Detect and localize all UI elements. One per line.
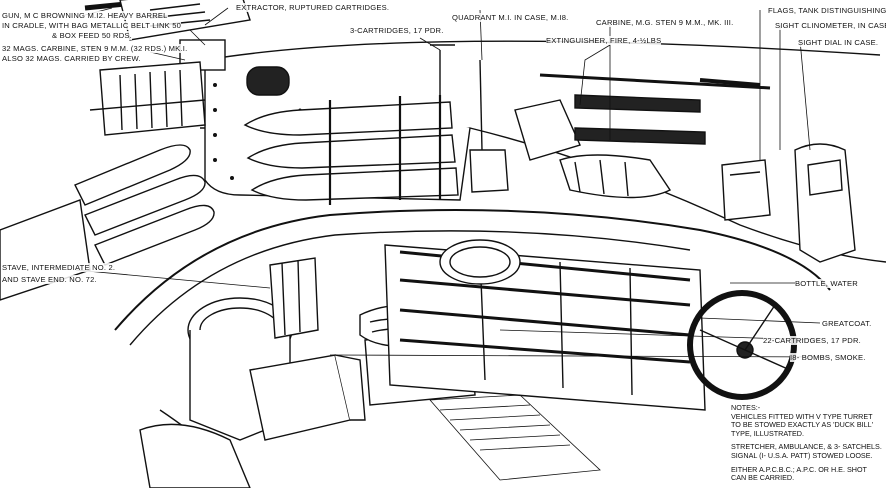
- notes-line: VEHICLES FITTED WITH V TYPE TURRET: [731, 411, 873, 421]
- lower-cartridge-rack: [384, 239, 706, 411]
- label-extractor: EXTRACTOR, RUPTURED CARTRIDGES.: [236, 3, 390, 12]
- label-cartridges-lower: 22-CARTRIDGES, 17 PDR.: [763, 336, 861, 345]
- notes-line: CAN BE CARRIED.: [731, 473, 795, 483]
- turret-ring-inner: [129, 230, 691, 346]
- stave-rack: [269, 257, 319, 339]
- label-sight-dial: SIGHT DIAL IN CASE.: [798, 38, 879, 47]
- label-quadrant: QUADRANT M.I. IN CASE, M.I8.: [452, 13, 569, 22]
- sten-mag-rack: [89, 61, 206, 136]
- mg-browning-gun: [84, 0, 251, 71]
- label-mags-line1: 32 MAGS. CARBINE, STEN 9 M.M. (32 RDS.) …: [2, 44, 188, 53]
- label-carbine: CARBINE, M.G. STEN 9 M.M., MK. III.: [596, 18, 734, 27]
- sight-dial-case: [794, 143, 856, 263]
- carbine-rack: [514, 73, 771, 199]
- upper-cartridges: [243, 44, 459, 205]
- clinometer-case: [721, 159, 771, 221]
- notes-line: TYPE, ILLUSTRATED.: [731, 428, 804, 438]
- crew-seat-back: [139, 423, 251, 488]
- label-mags-line2: ALSO 32 MAGS. CARRIED BY CREW.: [2, 54, 141, 63]
- turret-ring-outer: [114, 209, 831, 331]
- label-clinometer: SIGHT CLINOMETER, IN CASE.: [775, 21, 886, 30]
- label-stave-line2: AND STAVE END. No. 72.: [2, 275, 97, 284]
- label-bombs: I8- BOMBS, SMOKE.: [790, 353, 866, 362]
- notes-block: NOTES:- VEHICLES FITTED WITH V TYPE TURR…: [731, 403, 883, 483]
- notes-heading: NOTES:-: [731, 403, 761, 412]
- label-cartridges-upper: 3-CARTRIDGES, 17 PDR.: [350, 26, 444, 35]
- notes-line: SIGNAL (I- U.S.A. PATT) STOWED LOOSE.: [731, 450, 873, 460]
- label-extinguisher: EXTINGUISHER, FIRE, 4-½LBS: [546, 36, 662, 45]
- label-gun-line2: IN CRADLE, WITH BAG METALLIC BELT LINK 5…: [2, 21, 182, 30]
- vision-port: [246, 66, 290, 96]
- floor-plate: [429, 394, 601, 481]
- label-stave-line1: STAVE, INTERMEDIATE No. 2.: [2, 263, 116, 272]
- plate-rivets: [213, 83, 302, 180]
- label-bottle: BOTTLE, WATER: [795, 279, 858, 288]
- label-gun-line3: & BOX FEED 50 RDS.: [52, 31, 132, 40]
- quadrant-case: [469, 59, 509, 193]
- label-greatcoat: GREATCOAT.: [822, 319, 872, 328]
- notes-line: STRETCHER, AMBULANCE, & 3- SATCHELS.: [731, 442, 882, 452]
- traverse-handwheel: [687, 290, 797, 400]
- label-flags: FLAGS, TANK DISTINGUISHING: [768, 6, 886, 15]
- notes-line: EITHER A.P.C.B.C.; A.P.C. OR H.E. SHOT: [731, 464, 867, 474]
- turret-upper-wall: [204, 40, 881, 61]
- label-gun-line1: GUN, M C BROWNING M.I2. HEAVY BARREL: [2, 11, 168, 20]
- notes-line: TO BE STOWED EXACTLY AS 'DUCK BILL': [731, 420, 874, 430]
